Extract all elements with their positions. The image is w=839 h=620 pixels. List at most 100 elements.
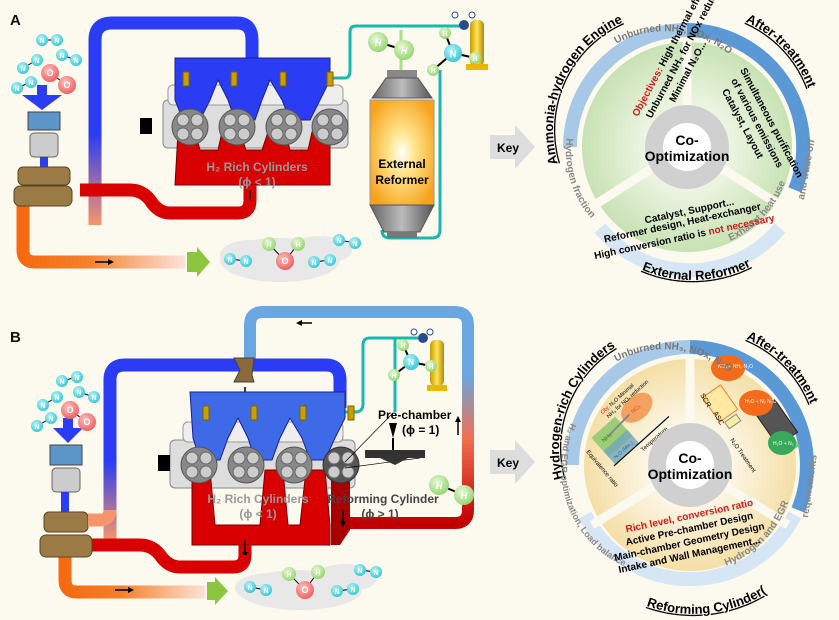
svg-text:N: N	[91, 395, 96, 402]
mixing-valve	[233, 357, 255, 383]
svg-text:N: N	[59, 379, 64, 386]
svg-text:N: N	[74, 375, 79, 382]
svg-text:N: N	[373, 570, 378, 577]
svg-text:N: N	[14, 86, 19, 93]
reforming-cylinder-sub: (ϕ > 1)	[361, 507, 398, 521]
svg-text:N: N	[334, 589, 339, 596]
svg-text:N: N	[39, 38, 44, 45]
turbocharger-b	[43, 511, 89, 533]
svg-text:O: O	[281, 256, 288, 266]
svg-text:H₂O + N₂ N₂O: H₂O + N₂ N₂O	[745, 399, 777, 405]
engine-label-b: H₂ Rich Cylinders	[207, 492, 309, 506]
panel-a: A	[10, 0, 820, 283]
svg-text:N: N	[263, 588, 268, 595]
svg-text:H: H	[430, 68, 435, 75]
fuel-line	[185, 24, 460, 80]
svg-text:N: N	[243, 259, 248, 266]
ammonia-tank-a: H H H N	[427, 11, 488, 76]
svg-text:H: H	[428, 364, 433, 371]
svg-text:N: N	[48, 416, 53, 423]
key-label-a: Key	[497, 141, 519, 155]
svg-text:H: H	[472, 56, 477, 63]
svg-text:O: O	[46, 68, 53, 78]
svg-text:H: H	[461, 491, 468, 501]
ammonia-tank-b: H H H N	[388, 328, 447, 391]
svg-text:H: H	[286, 572, 291, 579]
svg-text:N: N	[54, 38, 59, 45]
svg-text:N: N	[59, 53, 64, 60]
wheel-b-center-line1: Co-	[678, 450, 702, 466]
reforming-cylinder-label: Reforming Cylinder	[327, 492, 439, 506]
wheel-b-center-line2: Optimization	[648, 466, 733, 482]
svg-text:N: N	[34, 424, 39, 431]
tailpipe	[16, 195, 185, 269]
external-reformer: External Reformer	[369, 70, 435, 238]
svg-text:N: N	[76, 390, 81, 397]
svg-text:H: H	[400, 343, 405, 350]
co-optimization-wheel-a: Co- Optimization Ammonia-hydrogen Engine…	[541, 0, 820, 283]
svg-text:N: N	[350, 587, 355, 594]
wheel-a-center-line1: Co-	[675, 132, 699, 148]
svg-text:N: N	[54, 395, 59, 402]
svg-text:H: H	[401, 46, 408, 56]
svg-text:N: N	[28, 80, 33, 87]
svg-text:H: H	[266, 242, 271, 249]
svg-text:O: O	[63, 80, 70, 90]
svg-text:NOₓ: NOₓ	[630, 404, 642, 416]
svg-text:O: O	[301, 585, 308, 595]
intake-arrow	[22, 85, 62, 110]
svg-text:N: N	[327, 258, 332, 265]
engine-label-a: H₂ Rich Cylinders	[206, 160, 308, 174]
prechamber-sub: (ϕ = 1)	[402, 423, 439, 437]
svg-text:N: N	[247, 585, 252, 592]
hydrogen-molecule-b: HH	[429, 475, 474, 505]
reformer-label-line2: Reformer	[375, 173, 429, 187]
svg-text:H: H	[391, 373, 396, 380]
engine-block: H₂ Rich Cylinders (ϕ < 1)	[140, 57, 349, 210]
svg-text:N: N	[357, 568, 362, 575]
key-arrow-a[interactable]: Key	[490, 125, 535, 169]
svg-text:O: O	[83, 417, 90, 427]
wheel-a-center-line2: Optimization	[645, 148, 730, 164]
svg-text:O: O	[66, 405, 73, 415]
exhaust-pipe	[80, 183, 257, 220]
engine-sub-b: (ϕ < 1)	[239, 507, 276, 521]
exhaust-cloud-b: N N H H O N N N N	[235, 564, 382, 610]
key-arrow-b[interactable]: Key	[490, 440, 535, 484]
intake-pipe	[88, 16, 259, 225]
svg-text:N: N	[40, 403, 45, 410]
panel-a-label: A	[10, 12, 21, 29]
svg-text:N: N	[408, 358, 414, 367]
svg-text:H: H	[442, 31, 447, 38]
svg-text:H: H	[315, 570, 320, 577]
svg-text:N: N	[20, 66, 25, 73]
air-filter	[27, 111, 61, 131]
svg-text:N: N	[352, 241, 357, 248]
svg-text:H: H	[295, 242, 300, 249]
svg-text:N: N	[336, 238, 341, 245]
svg-text:H: H	[375, 38, 382, 48]
svg-text:H: H	[436, 481, 443, 491]
key-label-b: Key	[497, 456, 519, 470]
svg-text:H₂O + N₂: H₂O + N₂	[773, 441, 794, 447]
svg-text:N: N	[73, 58, 78, 65]
intake-pipe-b	[103, 358, 347, 540]
exhaust-arrow-b	[207, 577, 228, 605]
pre-chamber: Pre-chamber (ϕ = 1)	[344, 408, 452, 469]
hydrogen-molecule-a: HH	[368, 32, 414, 60]
exhaust-arrow	[187, 247, 210, 277]
turbocharger	[17, 166, 71, 186]
engine-block-b: H₂ Rich Cylinders (ϕ < 1) Reforming Cyli…	[158, 391, 439, 558]
svg-text:N: N	[450, 49, 457, 59]
svg-text:NOₓ + NH₃ N₂O: NOₓ + NH₃ N₂O	[718, 364, 753, 370]
reformer-label-line1: External	[378, 157, 425, 171]
panel-b-label: B	[10, 329, 21, 346]
svg-text:N: N	[34, 58, 39, 65]
svg-text:N: N	[227, 257, 232, 264]
engine-sub-a: (ϕ < 1)	[238, 175, 275, 189]
prechamber-label: Pre-chamber	[378, 408, 452, 422]
